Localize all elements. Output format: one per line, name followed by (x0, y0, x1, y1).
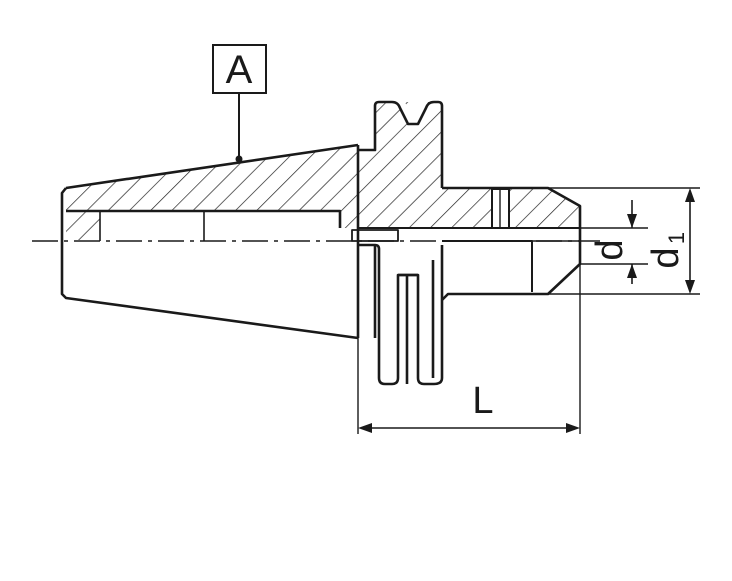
outer-diameter-label-group: d 1 (645, 232, 689, 269)
view-marker-leader (235, 93, 243, 163)
dimension-inner-diameter (548, 187, 700, 295)
section-hatched-upper (66, 102, 580, 240)
length-label: L (472, 380, 493, 422)
dimension-length (357, 264, 581, 434)
dimension-outer-diameter (685, 188, 695, 294)
outer-diameter-label: d (645, 247, 687, 268)
outer-diameter-subscript: 1 (664, 232, 689, 244)
section-voids (100, 102, 509, 241)
body-outline (60, 100, 582, 386)
inner-diameter-label: d (589, 239, 631, 260)
view-marker-label: A (226, 48, 253, 92)
view-marker-box (212, 44, 267, 94)
